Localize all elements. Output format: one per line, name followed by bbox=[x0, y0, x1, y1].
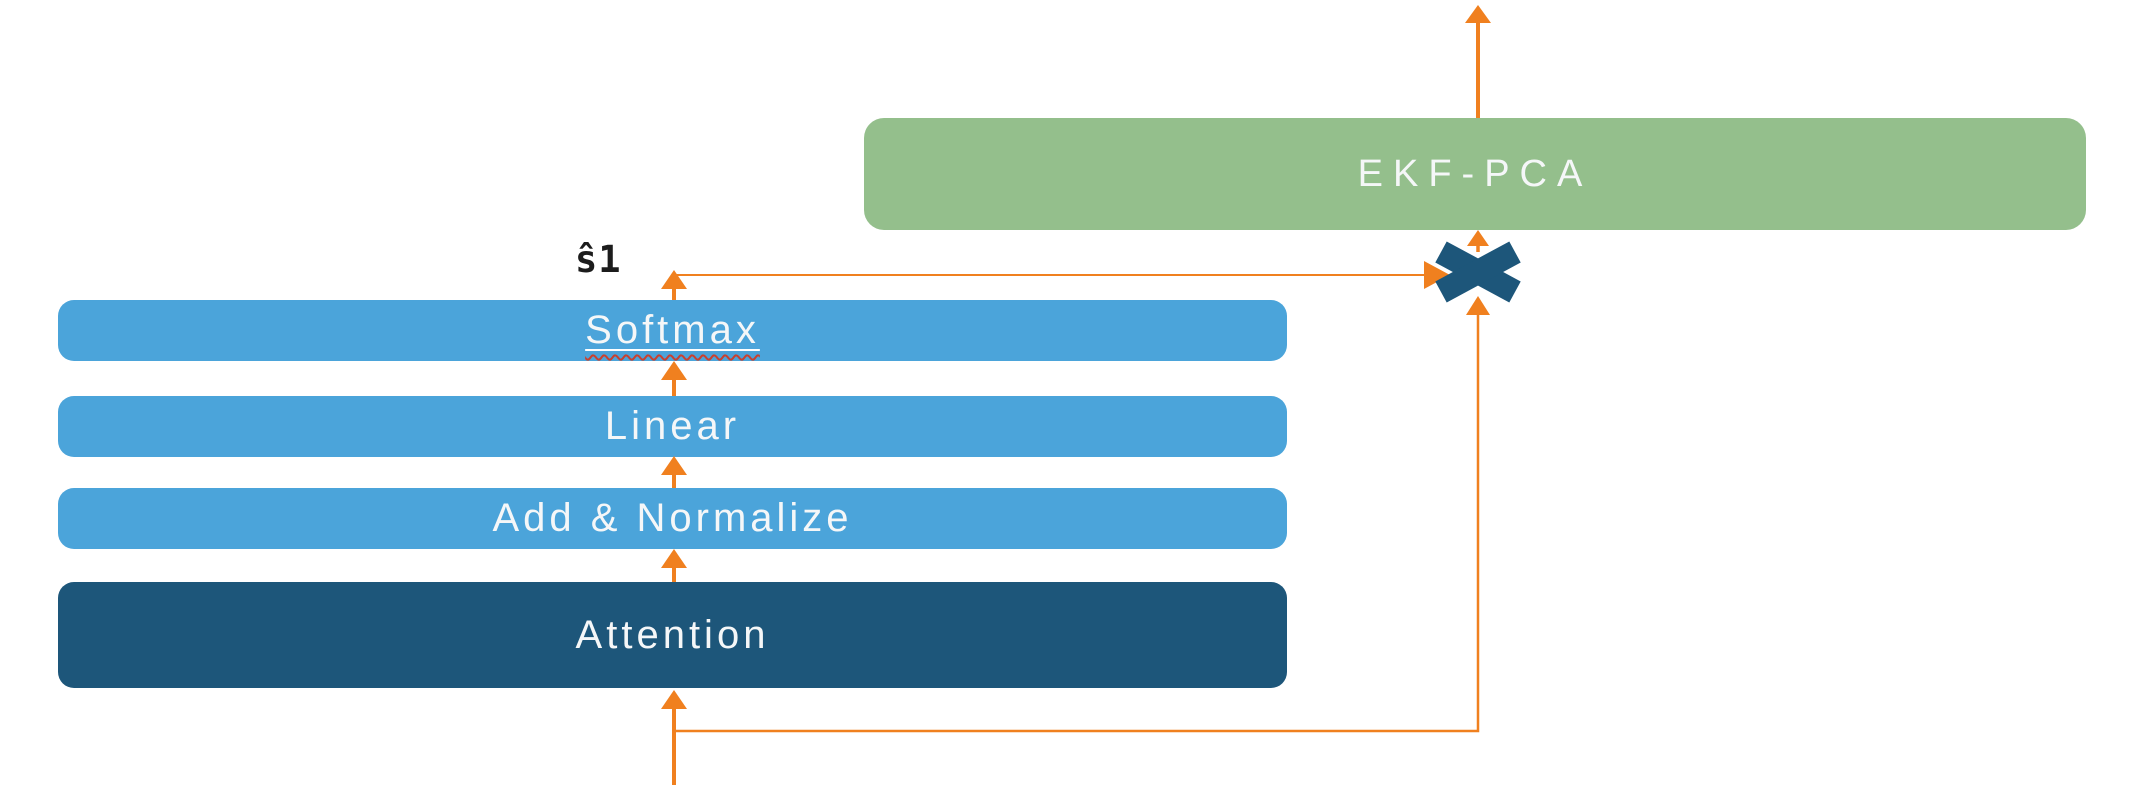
arrow-ekf-pca-output bbox=[1465, 5, 1491, 118]
arrow-softmax-to-s-hat-junction bbox=[661, 270, 687, 300]
node-softmax-label: Softmax bbox=[585, 308, 760, 353]
node-add-normalize-label: Add & Normalize bbox=[492, 496, 853, 540]
node-linear-label: Linear bbox=[604, 404, 741, 448]
node-ekf-pca-label: EKF-PCA bbox=[1357, 152, 1593, 195]
node-attention: Attention bbox=[58, 582, 1287, 688]
node-softmax-label-text: Softmax bbox=[585, 308, 760, 352]
arrow-input-to-attention bbox=[661, 690, 687, 785]
node-add-normalize: Add & Normalize bbox=[58, 488, 1287, 549]
multiply-icon bbox=[1435, 241, 1521, 303]
node-attention-label: Attention bbox=[575, 612, 770, 657]
arrow-add-normalize-to-linear bbox=[661, 456, 687, 488]
arrow-s-hat-to-multiply bbox=[674, 261, 1450, 289]
arrow-attention-to-add-normalize bbox=[661, 549, 687, 582]
node-softmax: Softmax bbox=[58, 300, 1287, 361]
node-ekf-pca: EKF-PCA bbox=[864, 118, 2086, 230]
node-linear: Linear bbox=[58, 396, 1287, 457]
arrow-linear-to-softmax bbox=[661, 361, 687, 396]
s-hat-1-annotation: ŝ1 bbox=[575, 238, 622, 281]
arrow-multiply-to-ekf-pca bbox=[1467, 230, 1489, 252]
